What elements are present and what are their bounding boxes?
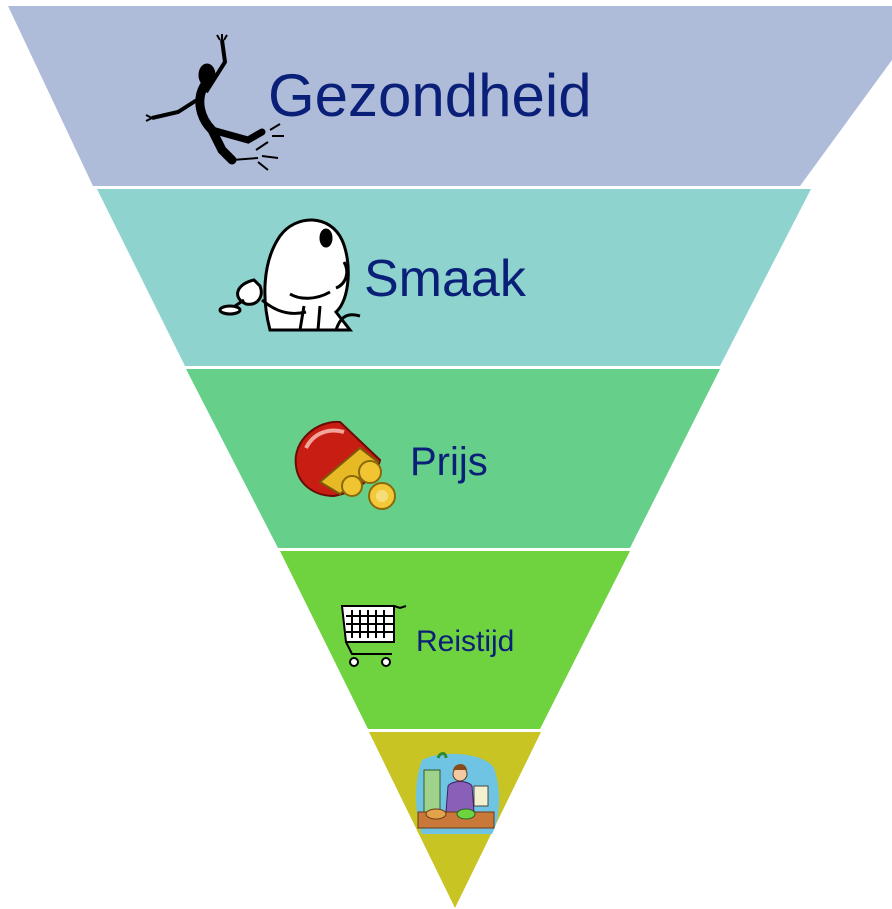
coin-purse-icon bbox=[294, 420, 396, 510]
level-label: Smaak bbox=[364, 250, 527, 308]
level-band bbox=[186, 369, 720, 548]
level-label: Gezondheid bbox=[268, 62, 592, 129]
level-band bbox=[280, 551, 630, 729]
person-cooking-icon bbox=[416, 752, 500, 834]
funnel-level-smaak: Smaak bbox=[97, 189, 811, 366]
level-label: Reistijd bbox=[416, 625, 514, 658]
shopping-cart-icon bbox=[340, 605, 407, 667]
funnel-level-gezondheid: Gezondheid bbox=[8, 6, 892, 186]
dancing-person-icon bbox=[145, 34, 284, 171]
level-band bbox=[8, 6, 892, 186]
funnel-level-prijs: Prijs bbox=[186, 369, 720, 548]
funnel-level-bottom bbox=[369, 732, 541, 908]
funnel-level-reistijd: Reistijd bbox=[280, 551, 630, 729]
tasting-man-icon bbox=[218, 218, 361, 332]
level-label: Prijs bbox=[410, 440, 488, 484]
